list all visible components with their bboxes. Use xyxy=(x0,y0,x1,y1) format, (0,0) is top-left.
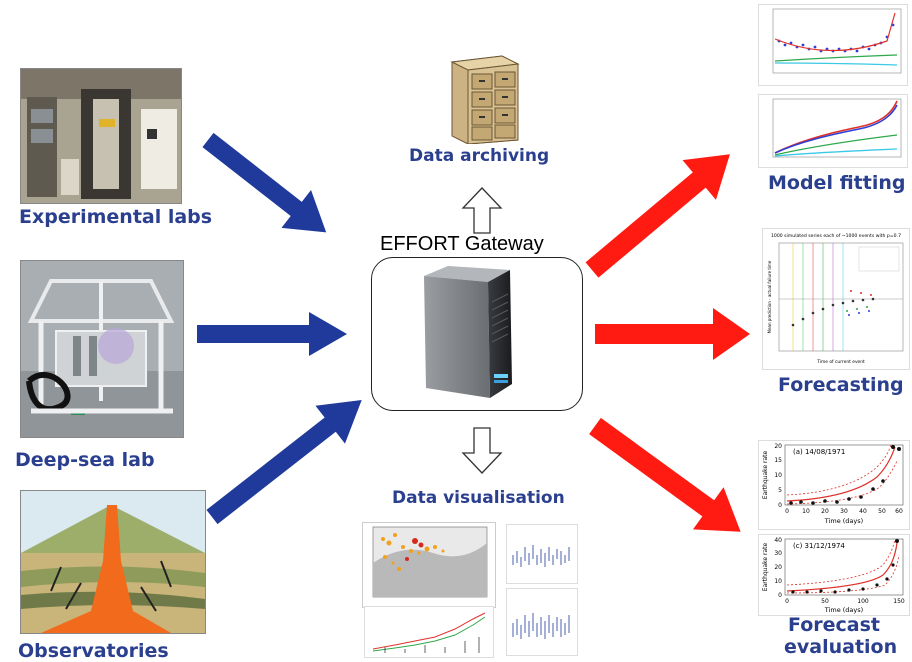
eval-1-xtick: 0 xyxy=(785,508,789,515)
server-icon xyxy=(418,262,534,402)
visualisation-timeseries-thumbnail-2 xyxy=(506,588,578,656)
eval-2-ytick: 0 xyxy=(778,592,782,599)
forecasting-plot-ylabel: Mean prediction - actual failure time xyxy=(767,260,772,333)
forecast-evaluation-plot-1: (a) 14/08/1971 Earthquake rate 0 5 10 15… xyxy=(758,440,910,530)
forecast-evaluation-label-line-2: evaluation xyxy=(784,636,898,658)
data-archiving-label: Data archiving xyxy=(409,146,550,166)
filing-cabinet-icon xyxy=(444,52,522,145)
down-arrow-visualisation xyxy=(461,427,503,474)
blue-arrow-deepsea xyxy=(197,312,347,356)
eval-2-xtick: 50 xyxy=(821,598,829,605)
experimental-lab-photo xyxy=(20,68,182,204)
deep-sea-lab-illustration xyxy=(20,260,184,438)
eval-2-ytick: 30 xyxy=(774,550,782,557)
deep-sea-lab-label: Deep-sea lab xyxy=(15,449,155,471)
eval-1-ytick: 0 xyxy=(778,502,782,509)
forecast-evaluation-label-line-1: Forecast xyxy=(788,614,880,636)
eval-2-panel-label: (c) 31/12/1974 xyxy=(793,542,845,550)
eval-1-xtick: 10 xyxy=(802,508,810,515)
eval-2-ytick: 40 xyxy=(774,537,782,544)
forecasting-plot-title: 1000 simulated series each of ~1000 even… xyxy=(771,233,901,239)
blue-arrow-observatories xyxy=(206,400,362,525)
eval-1-ytick: 20 xyxy=(774,443,782,450)
eval-1-xtick: 60 xyxy=(895,508,903,515)
eval-1-ytick: 15 xyxy=(774,457,782,464)
model-fitting-plot-2 xyxy=(758,94,908,168)
blue-arrow-labs xyxy=(202,132,327,233)
eval-1-xtick: 30 xyxy=(840,508,848,515)
eval-2-ytick: 20 xyxy=(774,564,782,571)
model-fitting-plot-1 xyxy=(758,4,908,86)
forecasting-plot-xlabel: Time of current event xyxy=(816,359,865,365)
visualisation-cumulative-thumbnail xyxy=(364,606,494,658)
eval-2-ytick: 10 xyxy=(774,578,782,585)
eval-1-ytick: 10 xyxy=(774,472,782,479)
eval-2-xtick: 100 xyxy=(857,598,869,605)
red-arrow-forecast-evaluation xyxy=(589,417,741,532)
eval-2-xlabel: Time (days) xyxy=(824,606,863,614)
experimental-labs-label: Experimental labs xyxy=(19,206,213,228)
visualisation-timeseries-thumbnail-1 xyxy=(506,524,578,584)
eval-2-ylabel: Earthquake rate xyxy=(762,542,769,591)
data-visualisation-label: Data visualisation xyxy=(392,488,565,508)
red-arrow-forecasting xyxy=(595,308,750,360)
eval-1-xtick: 40 xyxy=(859,508,867,515)
eval-1-ylabel: Earthquake rate xyxy=(762,450,769,499)
model-fitting-label: Model fitting xyxy=(768,172,906,194)
up-arrow-archiving xyxy=(461,187,503,234)
red-arrow-model-fitting xyxy=(585,154,730,278)
eval-1-xtick: 20 xyxy=(821,508,829,515)
eval-1-xlabel: Time (days) xyxy=(824,517,863,525)
eval-1-ytick: 5 xyxy=(778,487,782,494)
eval-2-xtick: 0 xyxy=(785,598,789,605)
eval-1-xtick: 50 xyxy=(878,508,886,515)
gateway-title: EFFORT Gateway xyxy=(380,233,544,255)
eval-2-xtick: 150 xyxy=(893,598,905,605)
forecasting-label: Forecasting xyxy=(778,374,904,396)
forecasting-plot: 1000 simulated series each of ~1000 even… xyxy=(762,228,910,370)
volcano-observatory-illustration xyxy=(20,490,206,634)
visualisation-map-thumbnail xyxy=(362,522,496,608)
forecast-evaluation-plot-2: (c) 31/12/1974 Earthquake rate 0 10 20 3… xyxy=(758,534,910,616)
observatories-label: Observatories xyxy=(18,640,169,662)
eval-1-panel-label: (a) 14/08/1971 xyxy=(793,448,845,456)
